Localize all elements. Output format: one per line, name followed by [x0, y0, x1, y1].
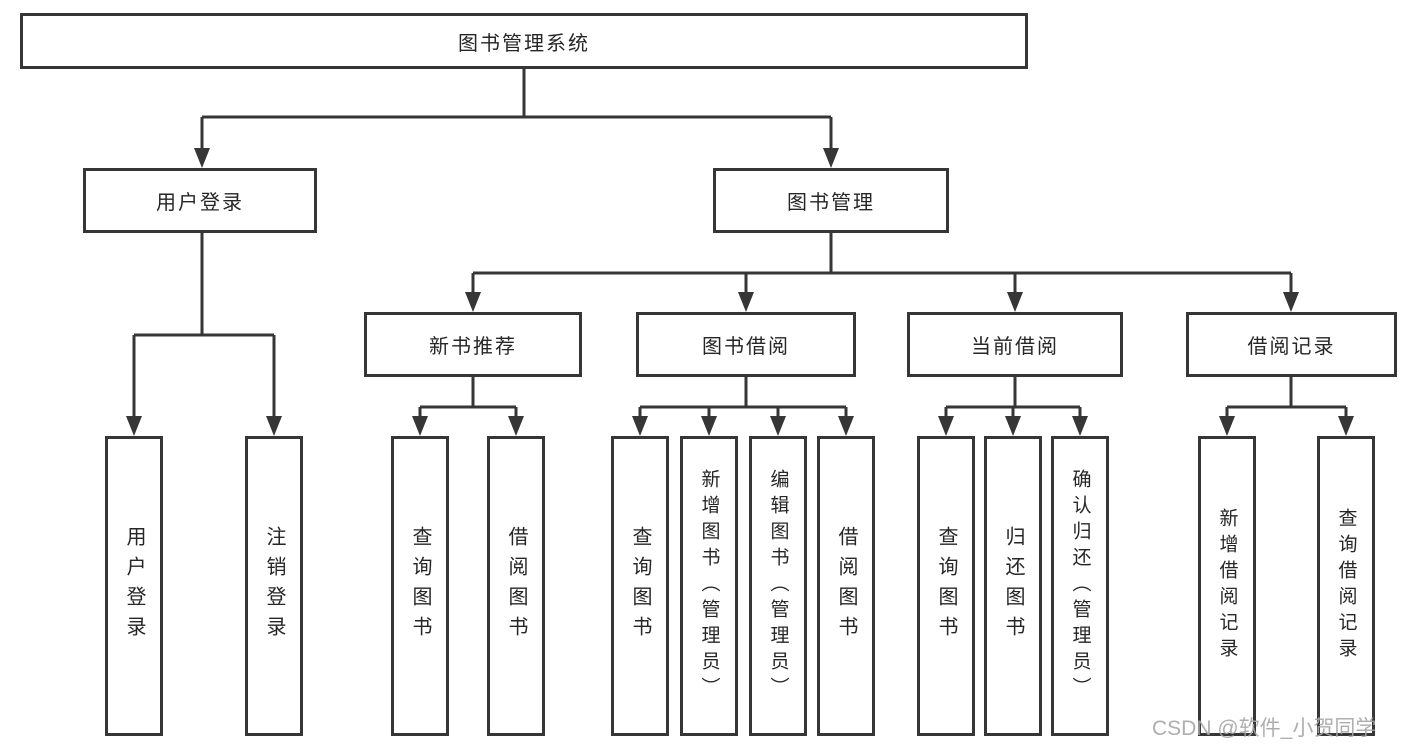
node-label: 借阅图书 — [505, 526, 527, 646]
node-label: 查询图书 — [409, 526, 431, 646]
arrowhead-icon — [412, 416, 428, 436]
node-user-login-branch: 用户登录 — [83, 168, 317, 233]
node-label: 借阅记录 — [1247, 336, 1336, 358]
leaf-query-books-borrow: 查询图书 — [611, 436, 669, 736]
arrowhead-icon — [938, 416, 954, 436]
node-label: 用户登录 — [123, 526, 145, 646]
leaf-query-books-current: 查询图书 — [917, 436, 975, 736]
leaf-borrow-books: 借阅图书 — [817, 436, 875, 736]
node-label: 新增借阅记录 — [1216, 508, 1238, 664]
leaf-query-books-recommend: 查询图书 — [391, 436, 449, 736]
node-label: 新增图书（管理员） — [698, 469, 720, 703]
leaf-query-borrow-record: 查询借阅记录 — [1317, 436, 1375, 736]
node-book-borrow: 图书借阅 — [636, 312, 856, 377]
leaf-user-login: 用户登录 — [105, 436, 163, 736]
arrowhead-icon — [1005, 416, 1021, 436]
arrowhead-icon — [701, 416, 717, 436]
node-book-management-branch: 图书管理 — [713, 168, 949, 233]
leaf-return-book: 归还图书 — [984, 436, 1042, 736]
arrowhead-icon — [838, 416, 854, 436]
arrowhead-icon — [823, 148, 839, 168]
arrowhead-icon — [1219, 416, 1235, 436]
leaf-borrow-books-recommend: 借阅图书 — [487, 436, 545, 736]
node-label: 编辑图书（管理员） — [767, 469, 789, 703]
node-label: 注销登录 — [263, 526, 285, 646]
arrowhead-icon — [508, 416, 524, 436]
arrowhead-icon — [1338, 416, 1354, 436]
leaf-edit-book-admin: 编辑图书（管理员） — [749, 436, 807, 736]
node-new-book-recommend: 新书推荐 — [364, 312, 582, 377]
node-label: 图书借阅 — [702, 336, 790, 358]
node-label: 图书管理系统 — [458, 32, 590, 55]
node-label: 当前借阅 — [971, 336, 1059, 358]
node-label: 用户登录 — [156, 192, 244, 214]
node-library-management-system: 图书管理系统 — [20, 13, 1028, 69]
arrowhead-icon — [632, 416, 648, 436]
arrowhead-icon — [126, 416, 142, 436]
node-borrow-records: 借阅记录 — [1186, 312, 1397, 377]
arrowhead-icon — [770, 416, 786, 436]
node-label: 新书推荐 — [429, 336, 517, 358]
node-current-borrow: 当前借阅 — [907, 312, 1123, 377]
node-label: 确认归还（管理员） — [1069, 469, 1091, 703]
arrowhead-icon — [738, 292, 754, 312]
arrowheads — [126, 148, 1354, 436]
arrowhead-icon — [1072, 416, 1088, 436]
node-label: 查询图书 — [935, 526, 957, 646]
node-label: 归还图书 — [1002, 526, 1024, 646]
node-label: 图书管理 — [787, 192, 875, 214]
leaf-logout: 注销登录 — [245, 436, 303, 736]
arrowhead-icon — [465, 292, 481, 312]
arrowhead-icon — [194, 148, 210, 168]
node-label: 查询借阅记录 — [1335, 508, 1357, 664]
arrowhead-icon — [1007, 292, 1023, 312]
leaf-add-borrow-record: 新增借阅记录 — [1198, 436, 1256, 736]
leaf-add-book-admin: 新增图书（管理员） — [680, 436, 738, 736]
arrowhead-icon — [1283, 292, 1299, 312]
leaf-confirm-return-admin: 确认归还（管理员） — [1051, 436, 1109, 736]
arrowhead-icon — [266, 416, 282, 436]
node-label: 借阅图书 — [835, 526, 857, 646]
node-label: 查询图书 — [629, 526, 651, 646]
